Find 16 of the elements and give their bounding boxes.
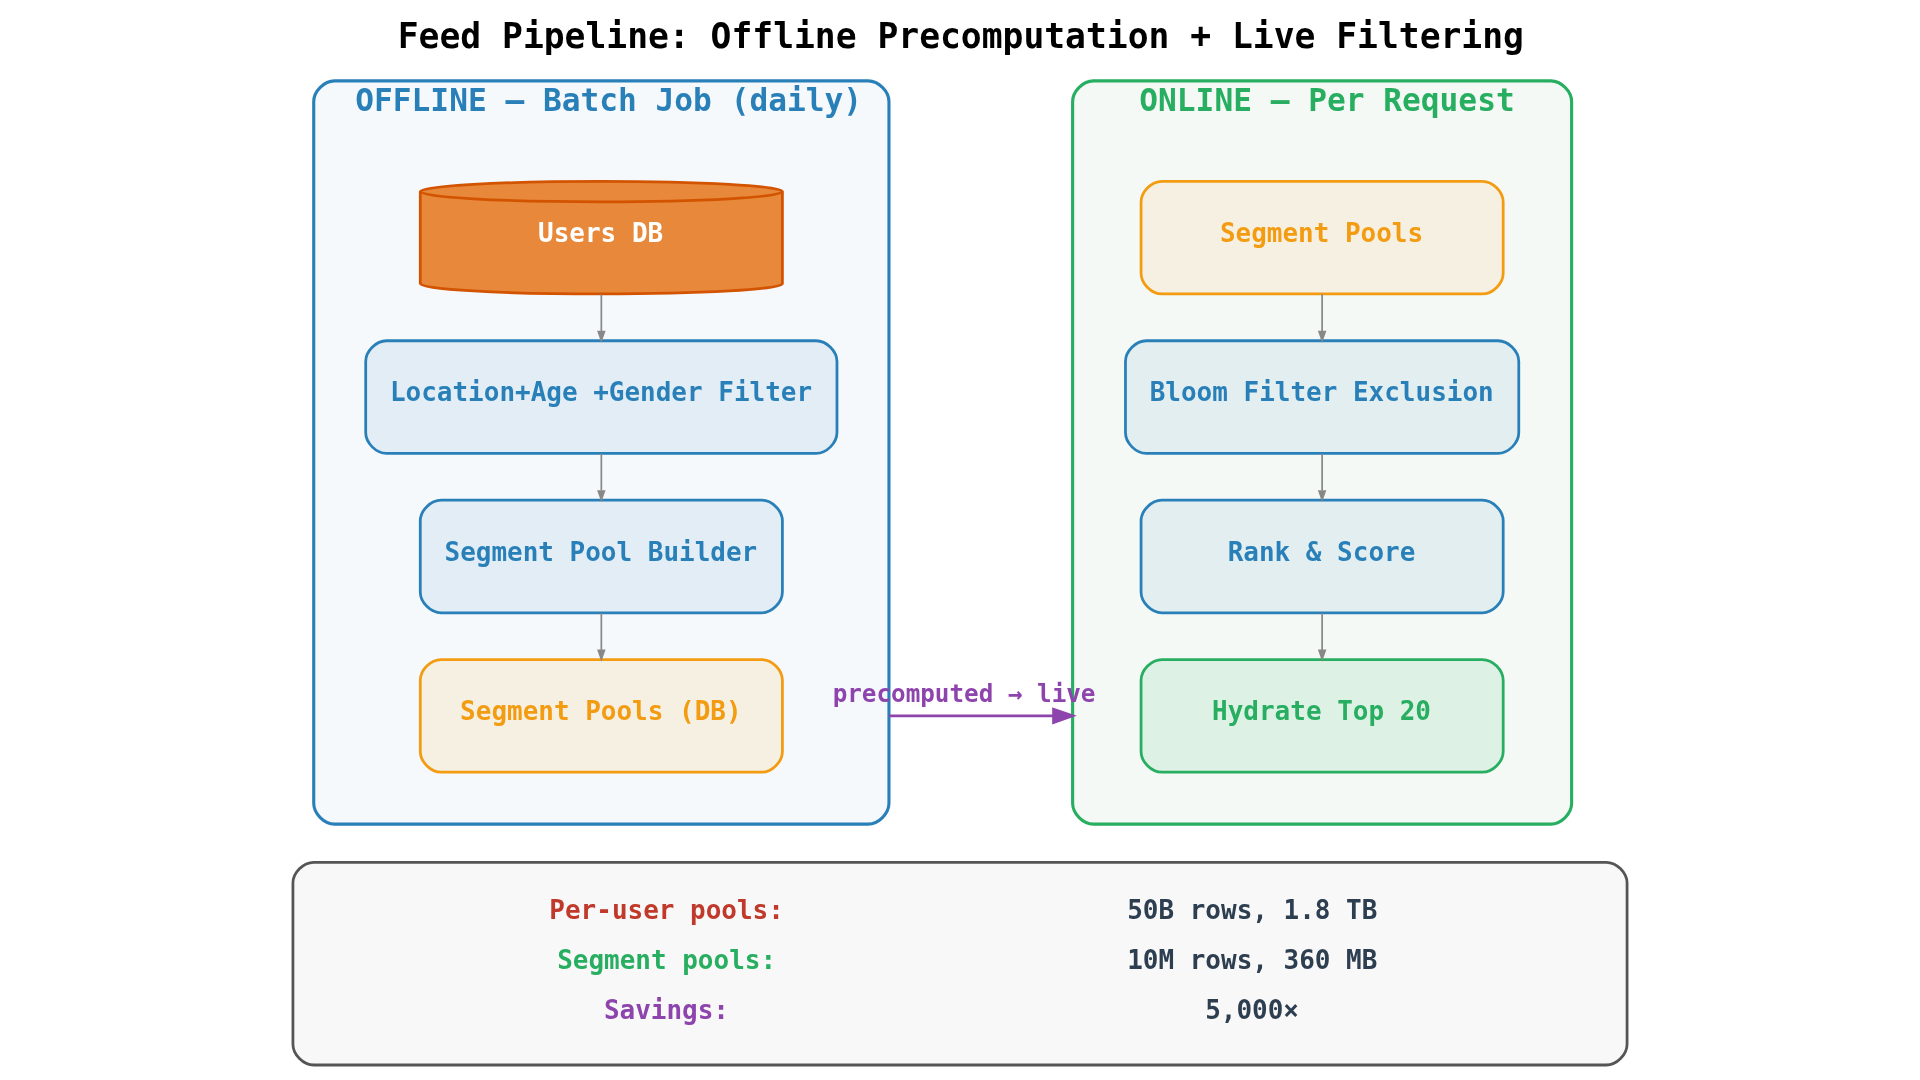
arrow [888, 707, 1077, 725]
node-box: Bloom Filter Exclusion [1124, 339, 1521, 455]
node-box: Hydrate Top 20 [1139, 658, 1505, 774]
arrow [597, 293, 606, 343]
node-box: Per-user pools: 50B rows, 1.8 TB Segment pools: 10M rows, 360 MB Savings: 5,000× [291, 860, 1629, 1067]
arrow [597, 452, 606, 503]
arrow [1317, 293, 1327, 343]
arrow [597, 612, 606, 662]
node-box: Rank & Score [1139, 498, 1505, 615]
node-box: Segment Pool Builder [418, 498, 784, 615]
arrow [1317, 612, 1327, 662]
node-box: Location+Age +Gender Filter [364, 339, 839, 455]
diagram-title: Feed Pipeline: Offline Precomputation + Live Filtering [397, 15, 1524, 56]
node-box: Segment Pools (DB) [418, 658, 784, 774]
arrow [1317, 452, 1327, 503]
node-box: Segment Pools [1139, 179, 1505, 296]
